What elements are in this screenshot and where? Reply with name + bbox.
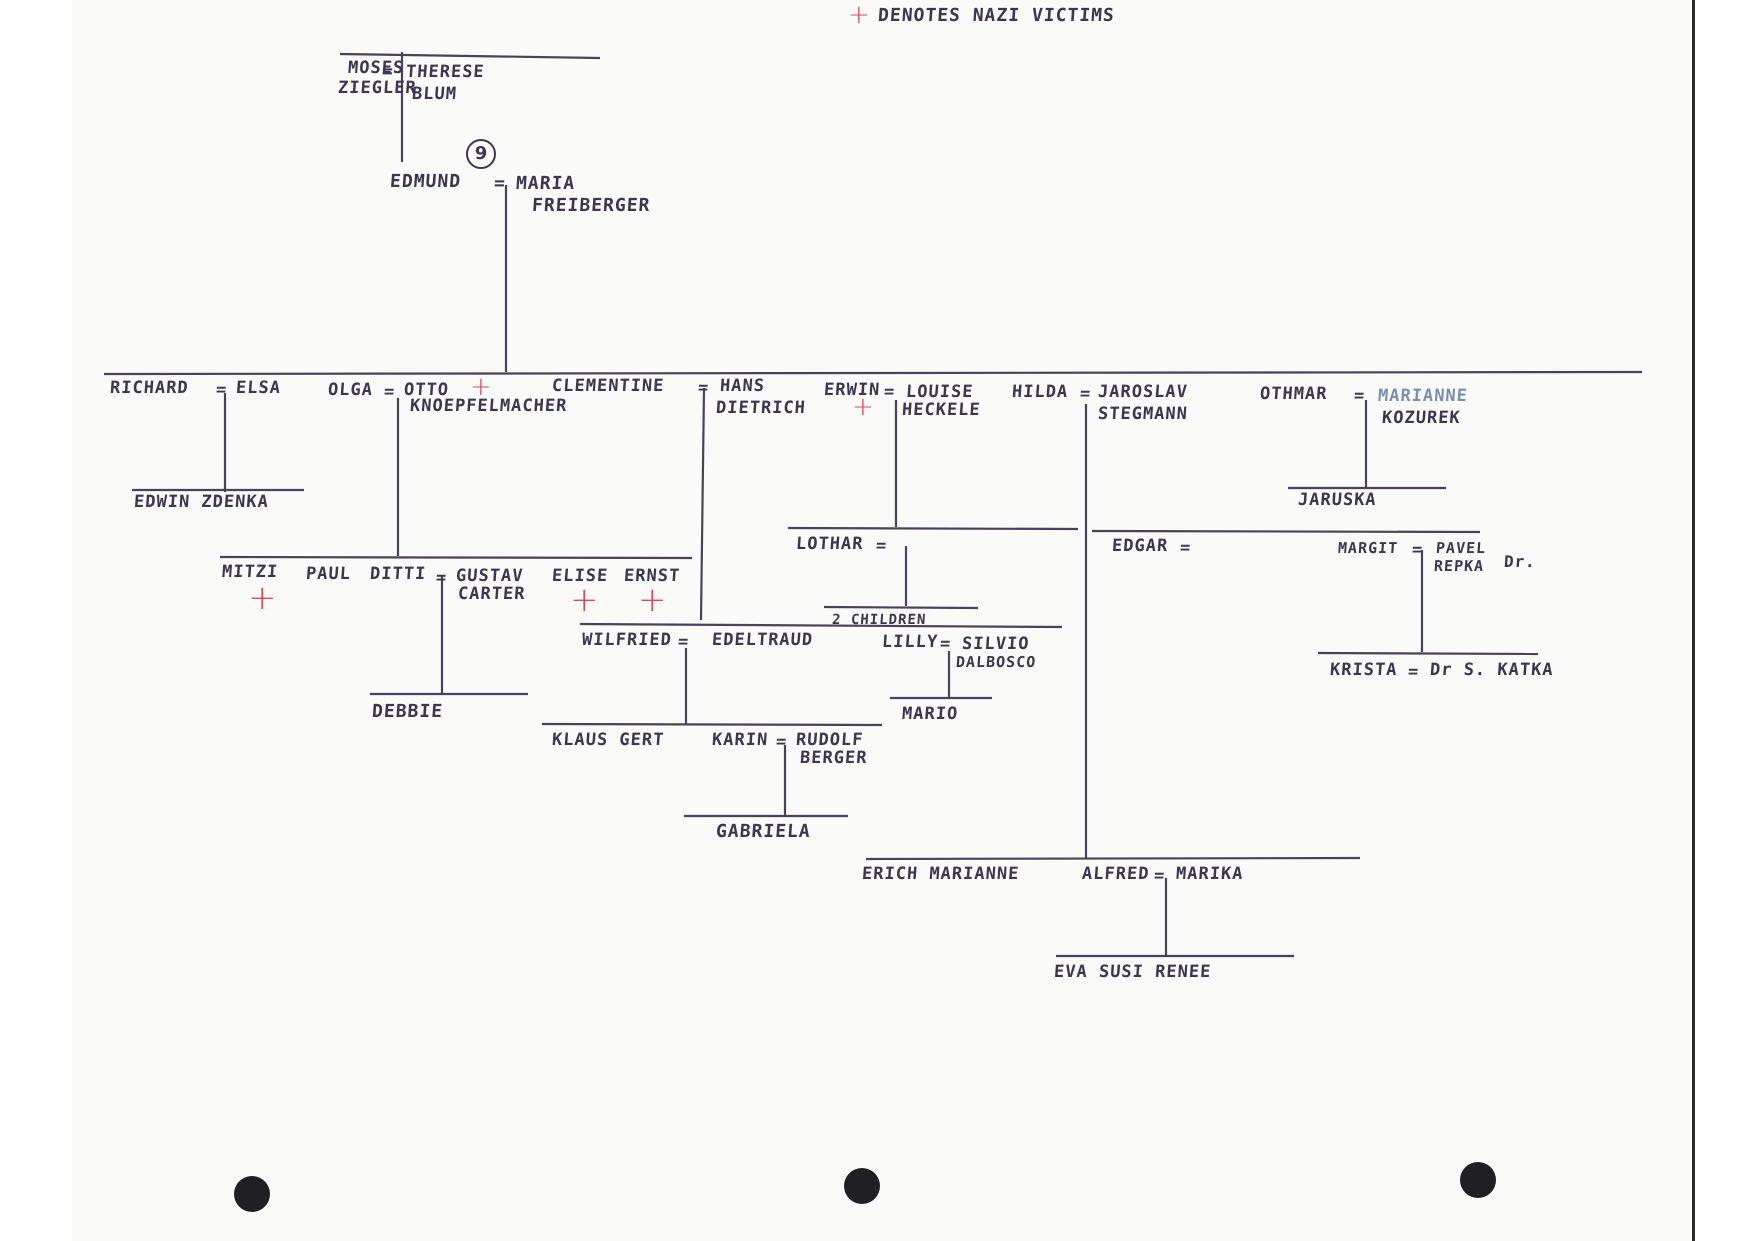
name-two-children: 2 CHILDREN [831,612,927,628]
victim-cross: + [470,372,492,402]
name-wilfried: WILFRIED [581,630,673,650]
name-repka: REPKA [1433,557,1485,575]
name-louise: LOUISE [905,382,975,402]
marriage-sign: = [1079,384,1092,404]
name-olga: OLGA [327,380,374,400]
name-silvio: SILVIO [961,634,1031,654]
marriage-sign: = [381,61,395,82]
name-margit: MARGIT [1337,539,1399,557]
connector-line [1091,529,1481,534]
name-edeltraud: EDELTRAUD [711,630,814,650]
marriage-sign: = [697,378,710,398]
name-freiberger: FREIBERGER [531,195,652,216]
tree-lines [103,52,1643,958]
marriage-sign: = [775,732,788,752]
legend-text: DENOTES NAZI VICTIMS [877,5,1116,26]
name-hilda: HILDA [1011,382,1069,402]
connector-line [579,622,1063,629]
name-therese: THERESE [405,62,486,82]
marriage-sign: = [1353,386,1366,406]
name-debbie: DEBBIE [371,701,444,722]
name-gabriela: GABRIELA [715,821,812,842]
marriage-sign: = [677,632,690,652]
title-dr: Dr. [1503,552,1537,571]
connector-line [865,856,1361,861]
name-elsa: ELSA [235,378,282,398]
name-lothar: LOTHAR [795,534,865,554]
name-karin: KARIN [711,730,769,750]
name-moses: MOSES [347,58,405,78]
paper-sheet: + DENOTES NAZI VICTIMS MOSES ZIEGLER = T… [72,0,1695,1241]
name-alfred: ALFRED [1081,864,1151,884]
marriage-sign: = [1179,538,1192,558]
connector-line [541,722,883,727]
connector-line [787,526,1079,531]
name-marianne-kozurek: MARIANNE [1377,386,1469,406]
marriage-sign: = [1407,662,1420,682]
connector-line [219,555,693,560]
name-krista: KRISTA [1329,660,1399,680]
connector-line [823,605,979,610]
name-edgar: EDGAR [1111,536,1169,556]
name-carter: CARTER [457,584,527,604]
name-ditti: DITTI [369,564,427,584]
name-blum: BLUM [411,84,458,104]
victim-cross: + [638,580,667,620]
legend-cross: + [848,0,870,30]
marriage-sign: = [883,382,896,402]
name-stegmann: STEGMANN [1097,404,1189,424]
name-dalbosco: DALBOSCO [955,653,1037,671]
name-clementine: CLEMENTINE [551,376,666,396]
name-marika: MARIKA [1175,864,1245,884]
name-knoepfelmacher: KNOEPFELMACHER [409,396,568,416]
victim-cross: + [570,580,599,620]
connector-line [699,387,706,621]
connector-line [103,370,1643,376]
name-hans: HANS [719,376,766,396]
name-katka: Dr S. KATKA [1429,660,1555,680]
punch-hole [844,1168,880,1204]
name-jaruska: JARUSKA [1297,490,1378,510]
marriage-sign: = [383,382,396,402]
name-klaus-gert: KLAUS GERT [551,730,666,750]
marriage-sign: = [1411,540,1424,560]
marriage-sign: = [939,634,952,654]
punch-hole [1460,1162,1496,1198]
connector-line [339,52,601,60]
name-richard: RICHARD [109,378,190,398]
name-lilly: LILLY [881,632,939,652]
name-kozurek: KOZUREK [1381,408,1462,428]
name-dietrich: DIETRICH [715,398,807,418]
victim-cross: + [852,392,874,422]
name-gustav: GUSTAV [455,566,525,586]
name-edmund: EDMUND [389,171,462,192]
name-rudolf: RUDOLF [795,730,865,750]
marriage-sign: = [875,536,888,556]
name-pavel: PAVEL [1435,539,1487,557]
name-erich-marianne: ERICH MARIANNE [861,864,1020,884]
name-paul: PAUL [305,564,352,584]
marriage-sign: = [435,568,448,588]
name-berger: BERGER [799,748,869,768]
name-eva-susi-renee: EVA SUSI RENEE [1053,962,1212,982]
punch-hole [234,1176,270,1212]
name-maria: MARIA [515,173,576,194]
connector-line [1317,651,1539,656]
name-edwin-zdenka: EDWIN ZDENKA [133,492,270,512]
marriage-sign: = [493,173,507,194]
name-heckele: HECKELE [901,400,982,420]
marriage-sign: = [215,380,228,400]
name-jaroslav: JAROSLAV [1097,382,1189,402]
name-mario: MARIO [901,704,959,724]
victim-cross: + [248,578,277,618]
marriage-sign: = [1153,866,1166,886]
generation-marker: 9 [466,139,496,169]
name-othmar: OTHMAR [1259,384,1329,404]
